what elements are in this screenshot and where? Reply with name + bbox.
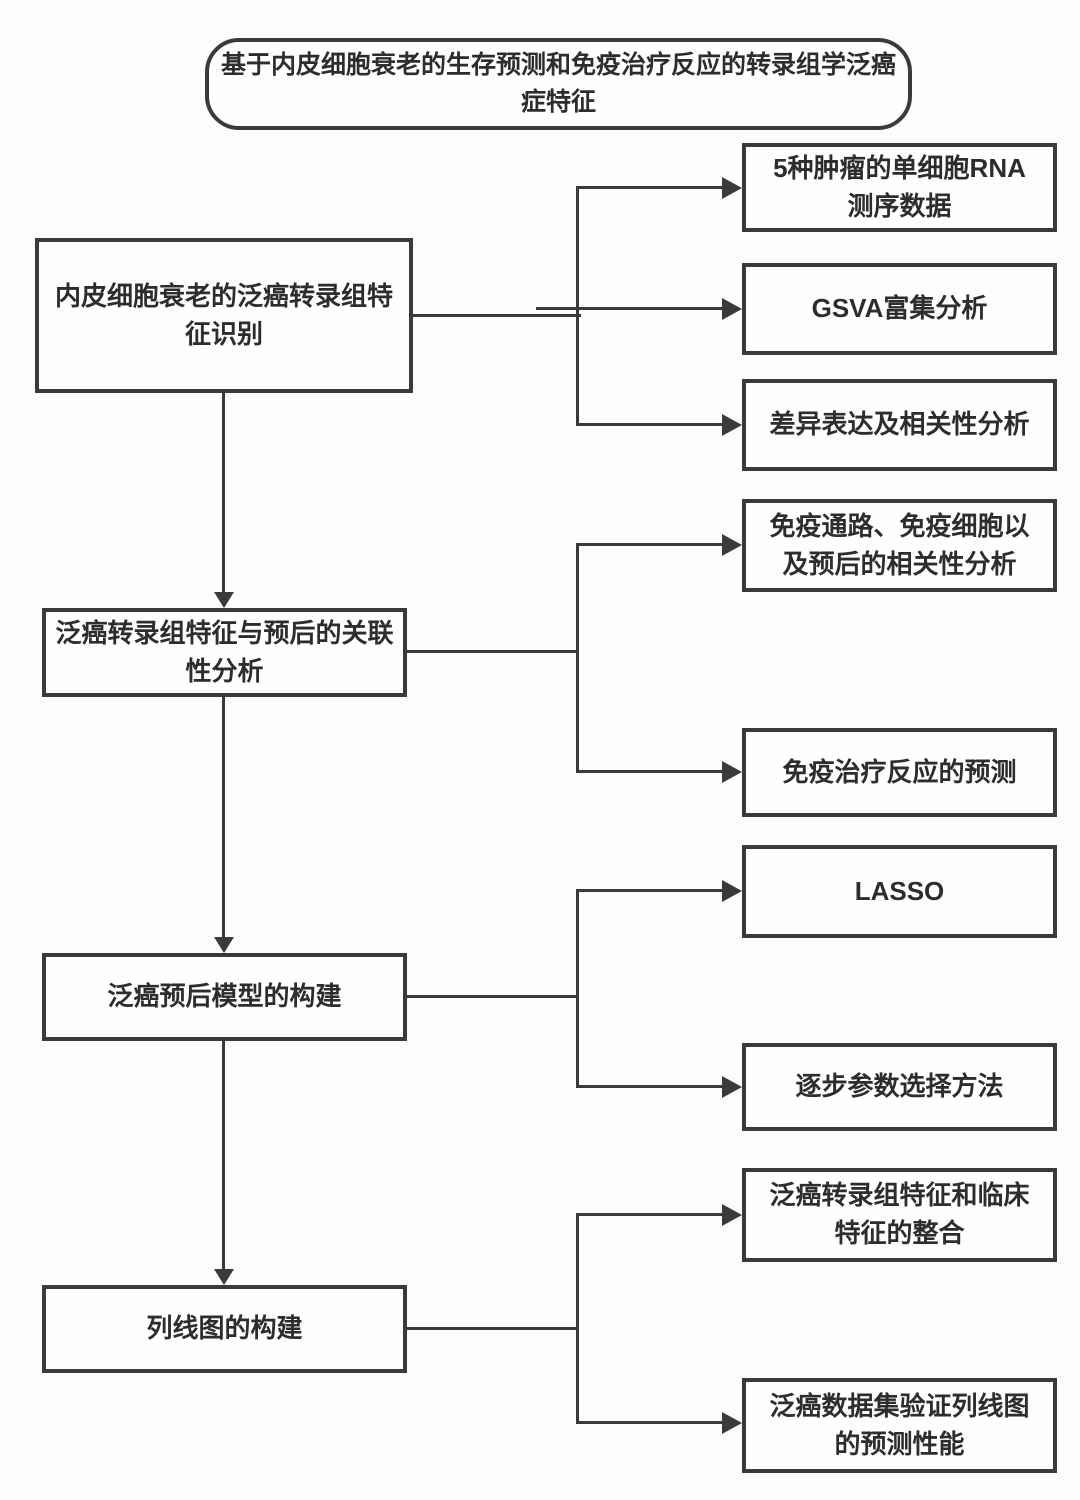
stage4-feeder-line [407,1327,579,1330]
stage1-output1-arrowhead-icon [722,177,742,199]
stage-node-2-label: 泛癌转录组特征与预后的关联 性分析 [55,617,394,686]
stage4-output2-arrowhead-icon [722,1412,742,1434]
output-node-3-2-label: 逐步参数选择方法 [795,1071,1004,1102]
output-node-2-1-label: 免疫通路、免疫细胞以 及预后的相关性分析 [769,510,1030,579]
stage-node-2: 泛癌转录组特征与预后的关联 性分析 [42,608,407,697]
stage-node-4-label: 列线图的构建 [146,1313,303,1344]
stage4-output1-line [576,1213,724,1216]
stage-node-1: 内皮细胞衰老的泛癌转录组特 征识别 [35,238,413,393]
stage1-output3-arrowhead-icon [722,414,742,436]
stage1-output3-line [576,423,724,426]
stage-node-1-label: 内皮细胞衰老的泛癌转录组特 征识别 [54,280,393,349]
stage4-output1-arrowhead-icon [722,1204,742,1226]
stage1-feeder-line [413,314,581,317]
stage3-trunk-line [576,889,579,1088]
flowchart-title-node: 基于内皮细胞衰老的生存预测和免疫治疗反应的转录组学泛癌 症特征 [205,38,912,130]
output-node-3-1-label: LASSO [854,875,945,906]
stage3-to-stage4-line [222,1041,225,1269]
stage3-output2-arrowhead-icon [722,1076,742,1098]
flowchart-title-text: 基于内皮细胞衰老的生存预测和免疫治疗反应的转录组学泛癌 症特征 [221,50,897,117]
stage1-trunk-line [576,186,579,426]
stage4-trunk-line [576,1213,579,1424]
stage3-feeder-line [407,995,579,998]
stage-node-4: 列线图的构建 [42,1285,407,1373]
output-node-3-2: 逐步参数选择方法 [742,1043,1057,1131]
output-node-3-1: LASSO [742,845,1057,938]
stage4-output2-line [576,1421,724,1424]
output-node-4-1-label: 泛癌转录组特征和临床 特征的整合 [769,1180,1030,1248]
stage1-to-stage2-line [222,393,225,592]
stage1-to-stage2-arrowhead-icon [214,592,234,608]
stage2-trunk-line [576,543,579,773]
stage2-output2-line [576,770,724,773]
stage3-output1-arrowhead-icon [722,880,742,902]
output-node-1-2: GSVA富集分析 [742,263,1057,355]
output-node-2-2-label: 免疫治疗反应的预测 [782,756,1017,787]
stage2-output1-arrowhead-icon [722,534,742,556]
stage3-output2-line [576,1085,724,1088]
stage-node-3-label: 泛癌预后模型的构建 [107,981,342,1012]
stage1-output2-arrowhead-icon [722,298,742,320]
output-node-4-2: 泛癌数据集验证列线图 的预测性能 [742,1378,1057,1473]
stage2-output1-line [576,543,724,546]
stage-node-3: 泛癌预后模型的构建 [42,953,407,1041]
output-node-1-3-label: 差异表达及相关性分析 [769,409,1030,440]
stage2-output2-arrowhead-icon [722,761,742,783]
output-node-4-2-label: 泛癌数据集验证列线图 的预测性能 [769,1390,1030,1459]
output-node-1-2-label: GSVA富集分析 [811,293,988,324]
output-node-2-2: 免疫治疗反应的预测 [742,728,1057,817]
output-node-2-1: 免疫通路、免疫细胞以 及预后的相关性分析 [742,499,1057,592]
stage3-to-stage4-arrowhead-icon [214,1269,234,1285]
output-node-1-1: 5种肿瘤的单细胞RNA 测序数据 [742,143,1057,232]
stage1-output1-line [576,186,724,189]
stage1-output2-line [536,307,724,310]
stage2-to-stage3-arrowhead-icon [214,937,234,953]
output-node-4-1: 泛癌转录组特征和临床 特征的整合 [742,1168,1057,1262]
stage3-output1-line [576,889,724,892]
stage2-feeder-line [407,650,579,653]
output-node-1-1-label: 5种肿瘤的单细胞RNA 测序数据 [773,152,1026,221]
stage2-to-stage3-line [222,697,225,937]
output-node-1-3: 差异表达及相关性分析 [742,379,1057,471]
